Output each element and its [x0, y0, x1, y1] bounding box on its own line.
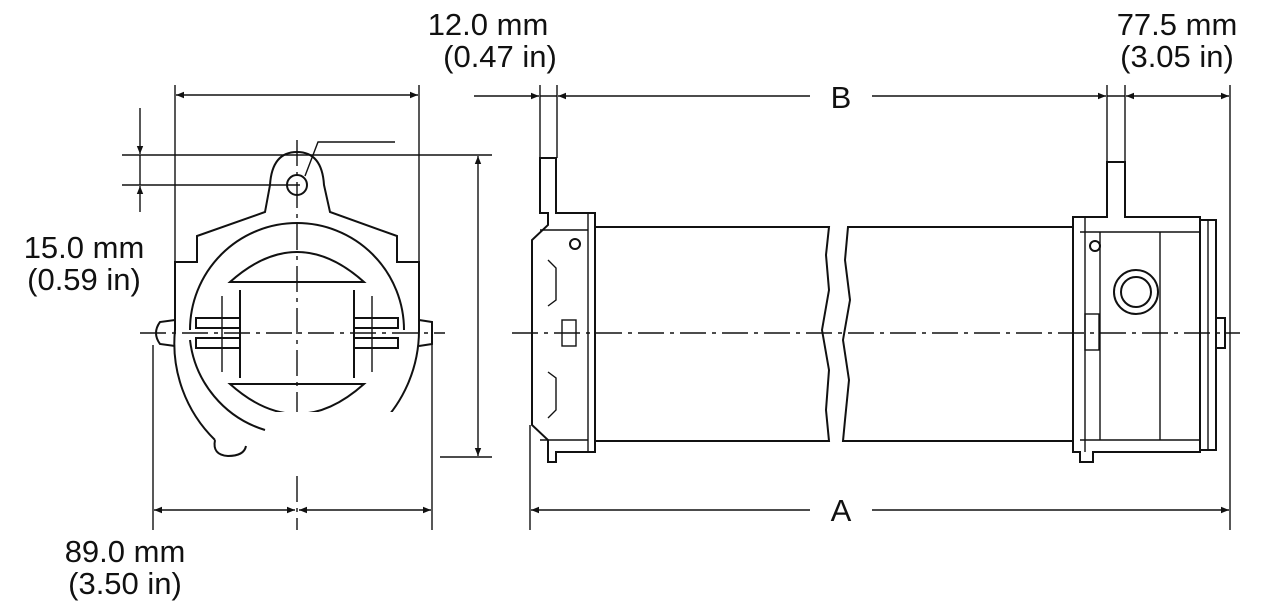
label-dim-a: A [831, 493, 852, 528]
label-lug-offset-mm: 15.0 mm [24, 230, 145, 265]
label-top-offset-mm: 12.0 mm [428, 7, 549, 42]
side-right-port-outer [1113, 269, 1159, 315]
lug-leader [304, 141, 395, 177]
label-lug-offset-in: (0.59 in) [27, 262, 141, 297]
label-width-in: (3.50 in) [68, 566, 182, 601]
side-right-port-inner [1120, 276, 1152, 308]
label-end-offset-mm: 77.5 mm [1117, 7, 1238, 42]
side-right-inner-lines [1080, 217, 1200, 452]
side-right-connector [1084, 313, 1100, 351]
side-left-end-cap-detail [540, 213, 589, 452]
end-view [122, 85, 492, 530]
end-view-upper-segment [227, 251, 367, 283]
end-view-inner-ring [189, 222, 405, 331]
side-left-end-cap [531, 157, 596, 463]
label-top-offset-in: (0.47 in) [443, 39, 557, 74]
end-view-inner-ring-lower [189, 339, 266, 431]
label-dim-b: B [831, 80, 852, 115]
side-left-screw [569, 238, 581, 250]
end-view-housing-outline [173, 150, 421, 441]
end-view-bar-top-right [353, 317, 399, 329]
side-view [474, 85, 1240, 530]
end-view-ear-left [155, 319, 176, 347]
side-right-screw [1089, 240, 1101, 252]
side-right-shaft [1216, 317, 1226, 349]
dimension-labels: 12.0 mm (0.47 in) 77.5 mm (3.05 in) 15.0… [24, 7, 1238, 601]
label-width-mm: 89.0 mm [65, 534, 186, 569]
label-end-offset-in: (3.05 in) [1120, 39, 1234, 74]
end-view-mask [272, 412, 442, 472]
side-left-steps [547, 259, 557, 419]
side-right-head [1072, 161, 1201, 463]
end-view-bar-top-left [195, 317, 241, 329]
side-tube-segment-left [595, 226, 831, 442]
end-view-bar-bottom-left [195, 337, 241, 349]
end-view-ear-right [418, 319, 433, 347]
end-view-bottom-knob [213, 439, 247, 458]
end-view-bar-bottom-right [353, 337, 399, 349]
side-tube-segment-right [841, 226, 1073, 442]
